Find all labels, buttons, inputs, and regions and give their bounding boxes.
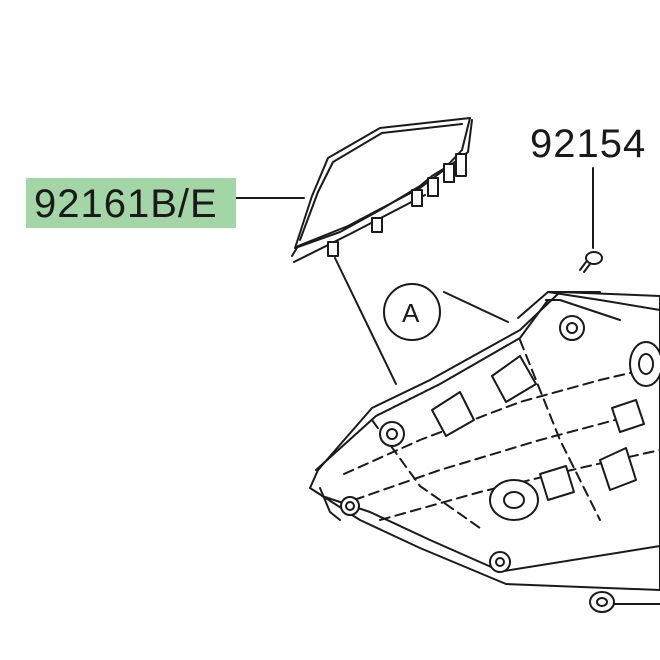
meter-housing xyxy=(309,291,660,591)
part-number-92161: 92161B/E xyxy=(26,178,236,228)
screw-92154 xyxy=(579,167,603,273)
detail-a-marker xyxy=(334,257,509,385)
nut-bottom xyxy=(589,591,660,613)
detail-a-label: A xyxy=(402,298,420,328)
cover-plate xyxy=(291,117,473,263)
part-number-92154: 92154 xyxy=(530,122,647,166)
